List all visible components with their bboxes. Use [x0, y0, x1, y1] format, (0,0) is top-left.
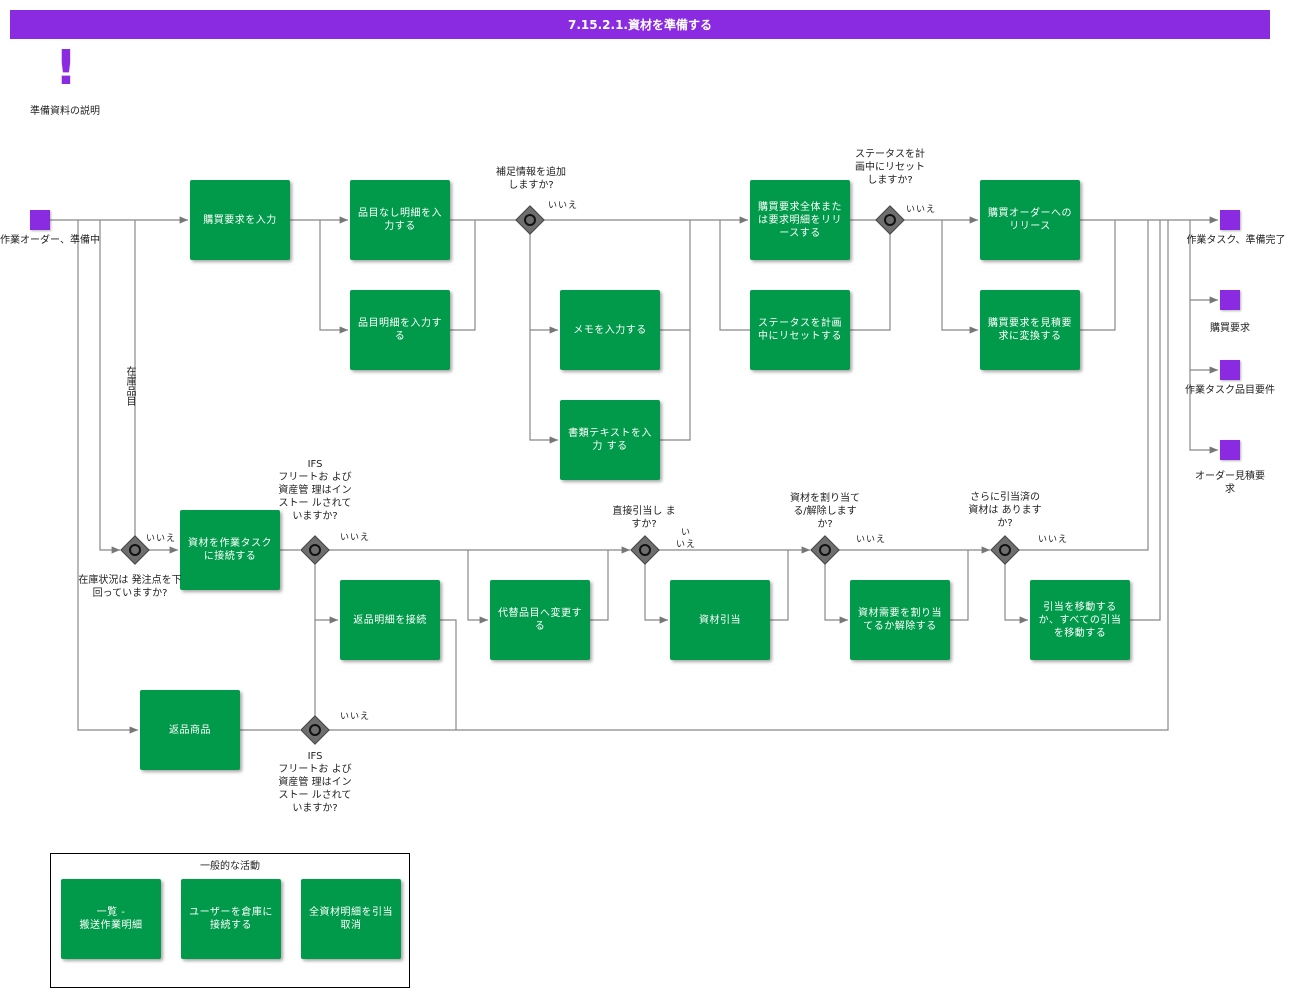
flow-label-no: いいえ: [340, 712, 371, 722]
flow-label-no: いいえ: [548, 201, 579, 211]
gateway-reset-status-label: ステータスを計画中にリセットしますか?: [855, 149, 925, 186]
activity-convert-quote[interactable]: 購買要求を見積要求に変換する: [980, 290, 1080, 370]
activity-reserve-unreserve[interactable]: 資材需要を割り当てるか解除する: [850, 580, 950, 660]
flow-label-no: いいえ: [340, 533, 371, 543]
gateway-stock-below-label: 在庫状況は 発注点を下回っていますか?: [78, 575, 182, 599]
activity-enter-non-part-line[interactable]: 品目なし明細を入力する: [350, 180, 450, 260]
gateway-direct-issue-label: 直接引当し ますか?: [612, 506, 676, 530]
legend: 一般的な活動 一覧 - 搬送作業明細 ユーザーを倉庫に接続する 全資材明細を引当…: [50, 853, 410, 988]
activity-connect-return-line[interactable]: 返品明細を接続: [340, 580, 440, 660]
start-event-label: 作業オーダー、準備中: [0, 235, 100, 246]
gateway-add-info-label: 補足情報を追加しますか?: [496, 167, 566, 191]
end-event-order-quote[interactable]: [1220, 440, 1240, 460]
end-event-task-ready-label: 作業タスク、準備完了: [1186, 235, 1286, 246]
end-event-task-ready[interactable]: [1220, 210, 1240, 230]
legend-activity-unreserve-all[interactable]: 全資材明細を引当取消: [301, 879, 401, 959]
end-event-purchase-req[interactable]: [1220, 290, 1240, 310]
activity-release-po[interactable]: 購買オーダーへのリリース: [980, 180, 1080, 260]
activity-release-lines[interactable]: 購買要求全体または要求明細をリリースする: [750, 180, 850, 260]
activity-connect-material[interactable]: 資材を作業タスクに接続する: [180, 510, 280, 590]
activity-enter-part-line[interactable]: 品目明細を入力する: [350, 290, 450, 370]
exclamation-icon[interactable]: !: [55, 40, 77, 96]
page-title: 7.15.2.1.資材を準備する: [10, 10, 1270, 39]
gateway-ifs-installed-2-label: IFS フリートお よび資産管 理はインストー ルされて いますか?: [278, 751, 352, 814]
flow-label-no: いいえ: [146, 534, 177, 544]
activity-enter-memo[interactable]: メモを入力する: [560, 290, 660, 370]
flow-label-no: いいえ: [906, 205, 937, 215]
gateways: [120, 205, 1020, 745]
legend-activity-transport-lines[interactable]: 一覧 - 搬送作業明細: [61, 879, 161, 959]
start-event[interactable]: [30, 210, 50, 230]
gateway-reserve-label: 資材を割り当てる/解除しますか?: [790, 493, 860, 530]
flow-label-no: いいえ: [856, 535, 887, 545]
activity-material-issue[interactable]: 資材引当: [670, 580, 770, 660]
flow-label-no: い いえ: [676, 528, 697, 550]
end-event-task-part-req-label: 作業タスク品目要件: [1185, 385, 1275, 396]
legend-activity-connect-user-warehouse[interactable]: ユーザーを倉庫に接続する: [181, 879, 281, 959]
end-event-order-quote-label: オーダー見積要求: [1195, 471, 1265, 495]
activity-enter-doc-text[interactable]: 書類テキストを入力 する: [560, 400, 660, 480]
activity-change-substitute[interactable]: 代替品目へ変更する: [490, 580, 590, 660]
flow-label-no: いいえ: [1038, 535, 1069, 545]
activity-return-goods[interactable]: 返品商品: [140, 690, 240, 770]
end-event-task-part-req[interactable]: [1220, 360, 1240, 380]
note-label: 準備資料の説明: [30, 106, 100, 117]
legend-title: 一般的な活動: [200, 861, 260, 872]
activity-enter-purchase-req[interactable]: 購買要求を入力: [190, 180, 290, 260]
gateway-ifs-installed-1-label: IFS フリートお よび資産管 理はインストー ルされて いますか?: [278, 459, 352, 522]
activity-reset-status[interactable]: ステータスを計画中にリセットする: [750, 290, 850, 370]
flow-label-stock-part: 在庫品目: [124, 366, 135, 406]
end-event-purchase-req-label: 購買要求: [1210, 323, 1250, 334]
activity-move-reservation[interactable]: 引当を移動するか、すべての引当を移動する: [1030, 580, 1130, 660]
gateway-more-reserved-label: さらに引当済の資材は ありますか?: [968, 492, 1042, 529]
